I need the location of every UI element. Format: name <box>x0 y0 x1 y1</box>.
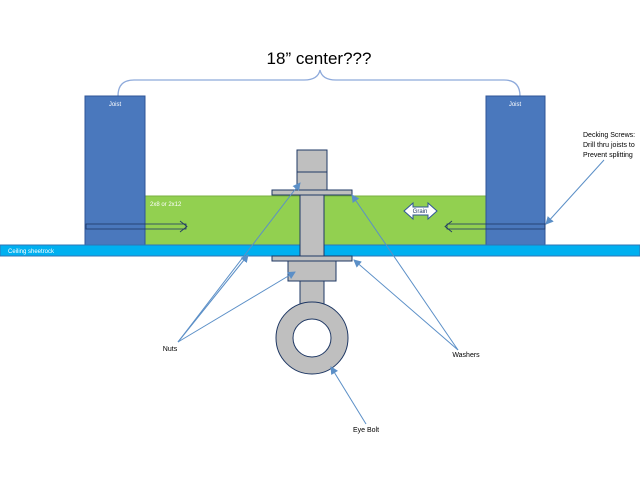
eye-hole <box>292 318 332 358</box>
eye-bolt-assembly <box>271 149 353 375</box>
screw-right <box>444 220 546 233</box>
nuts-leader-1 <box>177 182 301 343</box>
joist-left-label: Joist <box>109 102 122 108</box>
joist-left <box>84 95 146 246</box>
span-brace <box>117 69 521 97</box>
grain-label: Grain <box>413 209 428 215</box>
callout-lines <box>177 159 605 425</box>
blocking-label: 2x8 or 2x12 <box>150 202 182 208</box>
top-washer <box>271 189 353 196</box>
decking-note-line1: Decking Screws: <box>583 132 635 139</box>
washers-label: Washers <box>452 352 480 359</box>
nuts-leader-3 <box>177 271 296 343</box>
washers-leader-2 <box>353 259 459 351</box>
grain-arrow <box>403 201 438 221</box>
top-nut-upper <box>296 149 328 173</box>
eyebolt-leader <box>330 366 367 425</box>
joist-right-label: Joist <box>509 102 522 108</box>
nuts-leader-2 <box>177 254 249 343</box>
nuts-label: Nuts <box>163 346 178 353</box>
decking-leader <box>545 159 605 225</box>
top-nut-lower <box>296 171 328 191</box>
title-text: 18” center??? <box>267 49 372 68</box>
bottom-washer <box>271 255 353 262</box>
eyebolt-label: Eye Bolt <box>353 427 379 434</box>
decking-note-line2: Drill thru joists to <box>583 142 635 149</box>
bottom-nut <box>287 260 337 282</box>
ceiling-label: Ceiling sheetrock <box>8 249 55 255</box>
joist-right <box>485 95 546 246</box>
decking-note-line3: Prevent splitting <box>583 152 633 159</box>
washers-leader-1 <box>351 194 459 351</box>
screw-left <box>85 220 188 233</box>
